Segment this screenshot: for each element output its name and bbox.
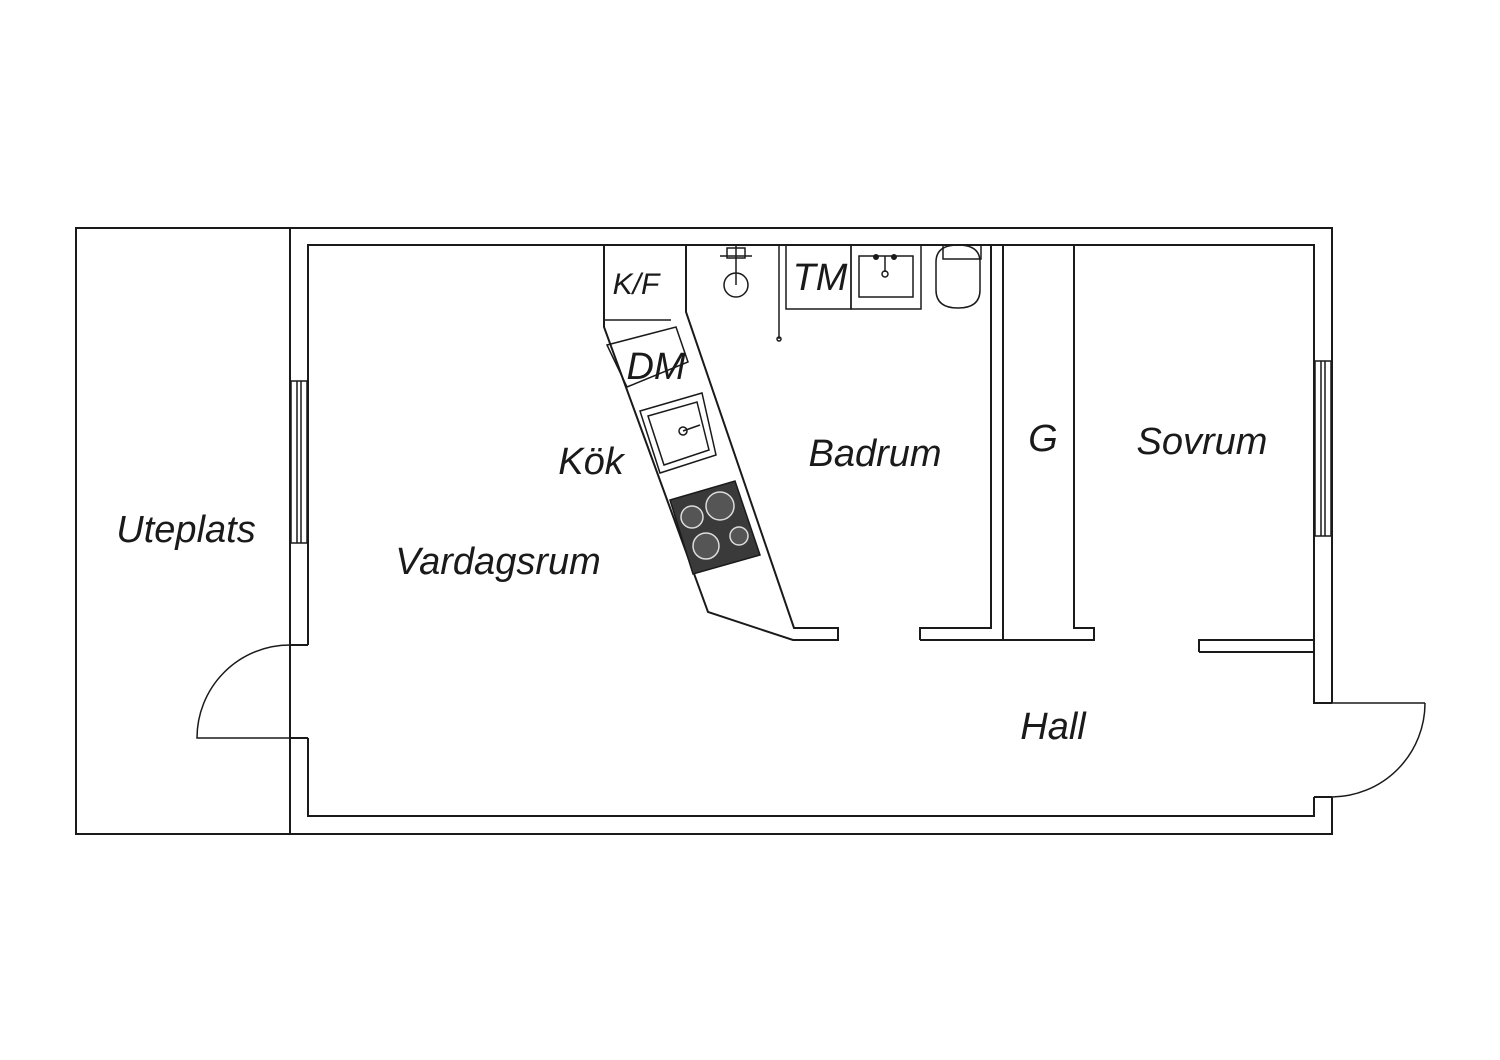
shower-icon (720, 245, 782, 342)
kitchen-sink (639, 392, 717, 474)
door-terrace (196, 644, 291, 739)
fixture-label-kf: K/F (613, 268, 661, 301)
fixture-label-dm: DM (626, 346, 685, 388)
stove (669, 480, 761, 575)
room-label-vardagsrum: Vardagsrum (395, 541, 601, 583)
interior-walls (603, 244, 1314, 653)
kitchen-fixtures (604, 319, 761, 575)
room-label-garderob: G (1028, 418, 1058, 460)
window-right (1314, 360, 1332, 537)
toilet (935, 244, 982, 309)
room-label-uteplats: Uteplats (116, 509, 255, 551)
terrace-outline (75, 227, 290, 835)
door-entrance (1331, 702, 1426, 798)
room-label-kok: Kök (558, 441, 625, 483)
room-label-hall: Hall (1020, 706, 1087, 748)
fixture-label-tm: TM (793, 257, 848, 299)
outer-walls (289, 227, 1333, 835)
room-label-badrum: Badrum (808, 433, 941, 475)
room-label-sovrum: Sovrum (1137, 421, 1268, 463)
window-left (290, 380, 308, 544)
bathroom-fixtures (720, 244, 982, 342)
washbasin (850, 244, 922, 310)
